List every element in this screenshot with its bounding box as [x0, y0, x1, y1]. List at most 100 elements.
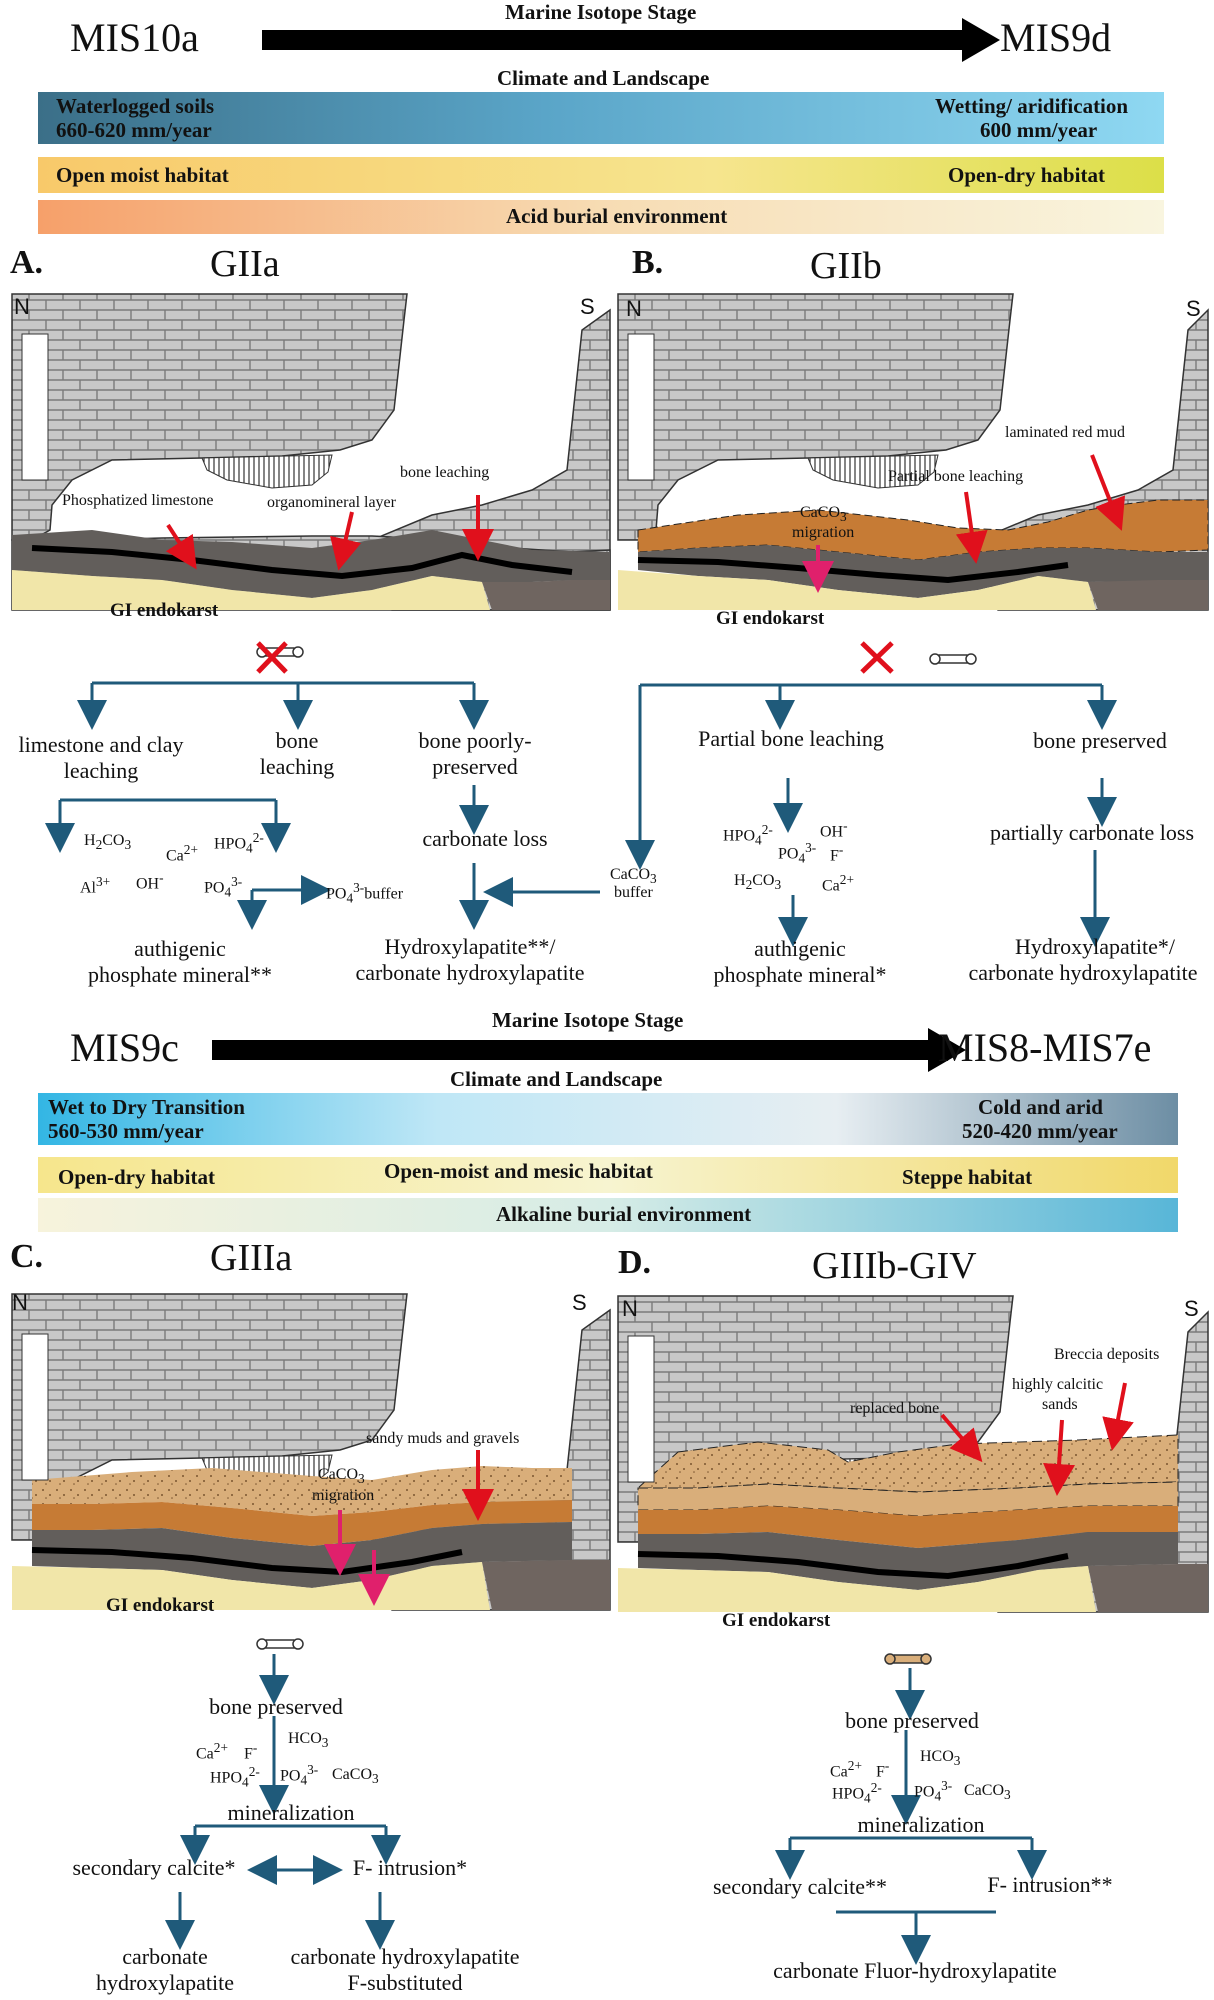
flow-d-mineralization: mineralization: [857, 1812, 985, 1837]
chem-d-hco3: HCO3: [920, 1748, 961, 1769]
flow-a-authigenic-1: authigenic: [134, 936, 226, 961]
chem-d-hpo4: HPO42-: [832, 1780, 882, 1806]
label-caco3-b: CaCO3: [800, 504, 847, 525]
stage-title-mid: Marine Isotope Stage: [492, 1008, 684, 1032]
flow-lines-a: [45, 681, 600, 930]
label-partial-bone-leaching: Partial bone leaching: [888, 468, 1024, 485]
climate-band-mid: Wet to Dry Transition 560-530 mm/year Co…: [38, 1093, 1178, 1145]
flow-lines-b: [625, 683, 1117, 947]
flow-a-limestone-clay: limestone and clay leaching: [18, 732, 184, 783]
flow-c-out1a: carbonate: [122, 1944, 208, 1969]
stage-end-top: MIS9d: [1000, 15, 1112, 60]
chem-c-hco3: HCO3: [288, 1730, 329, 1751]
chem-b-oh: OH-: [820, 818, 848, 841]
flow-b-carbonate-loss: partially carbonate loss: [989, 820, 1195, 845]
section-arrows: [165, 454, 1134, 1606]
label-caco3-c: CaCO3: [318, 1466, 365, 1487]
panel-a-letter: A.: [10, 244, 44, 281]
panel-d-letter: D.: [618, 1244, 652, 1281]
label-laminated-red-mud: laminated red mud: [1005, 424, 1125, 441]
climate-mid-left-line1: Wet to Dry Transition: [48, 1095, 245, 1119]
climate-title-mid: Climate and Landscape: [450, 1067, 663, 1091]
label-migration-b: migration: [792, 524, 855, 541]
flow-d-secondary-calcite: secondary calcite**: [712, 1874, 888, 1899]
label-endokarst-d: GI endokarst: [722, 1610, 831, 1631]
habitat-mid-left: Open-dry habitat: [58, 1165, 215, 1189]
panel-c-letter: C.: [10, 1238, 44, 1275]
stage-start-top: MIS10a: [70, 15, 199, 60]
burial-band-mid: Alkaline burial environment: [38, 1198, 1178, 1232]
panel-b-title: GIIb: [810, 245, 882, 287]
cross-section-d: [617, 1295, 1209, 1613]
climate-left-line2: 660-620 mm/year: [56, 118, 212, 142]
flow-a-authigenic-2: phosphate mineral**: [88, 962, 272, 987]
label-replaced-bone: replaced bone: [850, 1400, 940, 1417]
panel-b-south: S: [1186, 296, 1201, 321]
climate-left-line1: Waterlogged soils: [56, 94, 215, 118]
chem-b-f: F-: [830, 842, 844, 865]
chem-a-oh: OH-: [136, 870, 164, 893]
burial-band-top: Acid burial environment: [38, 200, 1164, 234]
band-burial-mid: [38, 1198, 1178, 1232]
chem-c-caco3: CaCO3: [332, 1766, 379, 1787]
chem-d-ca: Ca2+: [830, 1758, 862, 1781]
flow-b-hydroxylapatite-1: Hydroxylapatite*/: [1014, 934, 1176, 959]
chem-d-f: F-: [876, 1758, 890, 1781]
cross-section-c: [11, 1293, 611, 1611]
flow-a-carbonate-loss: carbonate loss: [422, 826, 548, 851]
stage-arrow-mid: [212, 1028, 966, 1072]
label-endokarst-a: GI endokarst: [110, 600, 219, 621]
chem-d-caco3: CaCO3: [964, 1782, 1011, 1803]
flow-lines-c: [165, 1654, 401, 1950]
panel-c-title: GIIIa: [210, 1237, 293, 1279]
chem-a-po4: PO43-: [204, 874, 243, 900]
flow-c-out2b: F-substituted: [347, 1970, 463, 1995]
climate-mid-right-line2: 520-420 mm/year: [962, 1119, 1118, 1143]
stage-start-mid: MIS9c: [70, 1025, 179, 1070]
panel-c-south: S: [572, 1290, 587, 1315]
habitat-left: Open moist habitat: [56, 163, 229, 187]
chem-c-hpo4: HPO42-: [210, 1764, 260, 1790]
chem-b-caco3-buffer: CaCO3: [610, 866, 657, 887]
flow-b-bone-preserved: bone preserved: [1033, 728, 1167, 753]
burial-label-top: Acid burial environment: [506, 204, 728, 228]
habitat-mid-right: Steppe habitat: [902, 1165, 1033, 1189]
label-phosphatized-limestone: Phosphatized limestone: [62, 492, 214, 509]
habitat-band-top: Open moist habitat Open-dry habitat: [38, 157, 1164, 193]
chem-c-f: F-: [244, 1740, 258, 1763]
panel-b-letter: B.: [632, 244, 664, 281]
panel-d-south: S: [1184, 1296, 1199, 1321]
band-climate-mid: [38, 1093, 1178, 1145]
label-organomineral-layer: organomineral layer: [267, 494, 396, 511]
climate-right-line1: Wetting/ aridification: [935, 94, 1129, 118]
cross-section-b: [617, 293, 1209, 611]
chem-a-ca: Ca2+: [166, 842, 198, 865]
flow-c-secondary-calcite: secondary calcite*: [72, 1855, 236, 1880]
chem-a-hpo4: HPO42-: [214, 830, 264, 856]
climate-mid-left-line2: 560-530 mm/year: [48, 1119, 204, 1143]
label-endokarst-b: GI endokarst: [716, 608, 825, 629]
band-habitat-mid: [38, 1157, 1178, 1193]
burial-label-mid: Alkaline burial environment: [496, 1202, 752, 1226]
chem-c-po4: PO43-: [280, 1762, 319, 1788]
label-calcitic-1: highly calcitic: [1012, 1376, 1104, 1393]
band-burial-top: [38, 200, 1164, 234]
panel-d-title: GIIIb-GIV: [812, 1245, 977, 1287]
habitat-band-mid: Open-dry habitat Open-moist and mesic ha…: [38, 1157, 1178, 1193]
flow-lines-d: [775, 1668, 1047, 1965]
cross-marks: [256, 641, 894, 674]
label-bone-leaching-a: bone leaching: [400, 464, 490, 481]
panel-a-title: GIIa: [210, 243, 280, 285]
panel-b-north: N: [626, 296, 642, 321]
flow-c-mineralization: mineralization: [227, 1800, 355, 1825]
chem-d-po4: PO43-: [914, 1778, 953, 1804]
flow-b-hydroxylapatite-2: carbonate hydroxylapatite: [968, 960, 1198, 985]
chem-b-ca: Ca2+: [822, 872, 854, 895]
chem-b-hpo4: HPO42-: [723, 822, 773, 848]
label-sandy-muds: sandy muds and gravels: [366, 1430, 520, 1447]
climate-title-top: Climate and Landscape: [497, 66, 710, 90]
label-calcitic-2: sands: [1042, 1396, 1078, 1413]
panel-a-south: S: [580, 294, 595, 319]
flow-a-hydroxylapatite-1: Hydroxylapatite**/: [384, 934, 556, 959]
chem-c-ca: Ca2+: [196, 1740, 228, 1763]
